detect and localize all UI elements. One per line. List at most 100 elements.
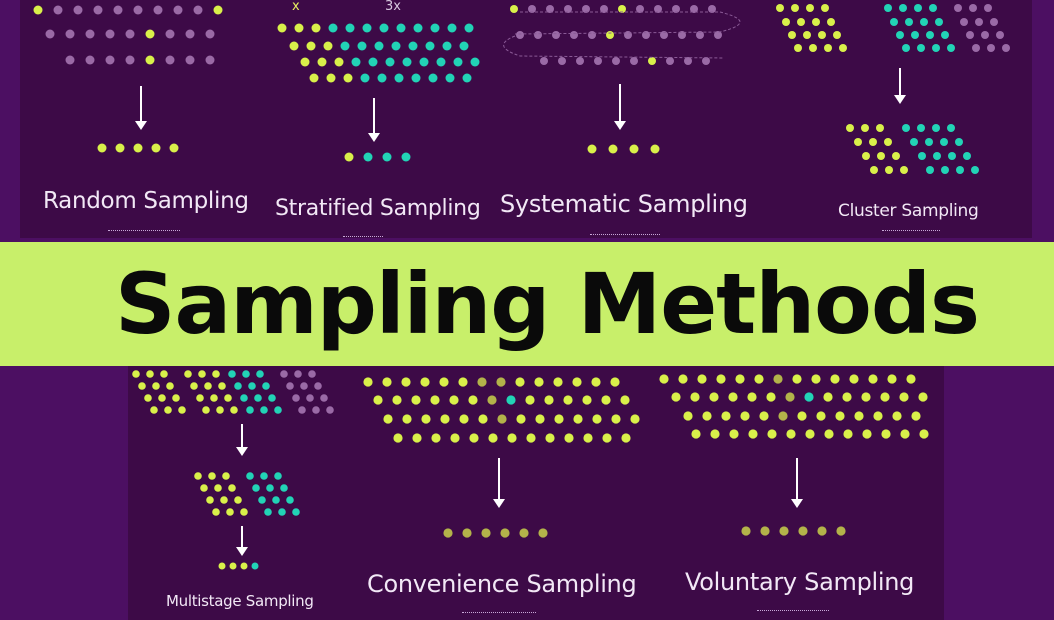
population-dot [153,5,163,15]
population-dot [941,31,949,39]
population-dot [488,433,498,443]
population-dot [447,23,457,33]
sample-dot [462,528,472,538]
population-dot [861,392,871,402]
population-dot [220,496,228,504]
sample-dot [963,152,971,160]
population-dot [258,496,266,504]
sample-dot [500,528,510,538]
sample-dot [918,152,926,160]
population-dot [234,496,242,504]
population-dot [185,29,195,39]
population-dot [890,18,898,26]
population-dot [792,374,802,384]
population-dot [178,406,186,414]
population-dot [144,394,152,402]
population-dot [240,508,248,516]
population-dot [411,395,421,405]
sample-dot [650,144,660,154]
cluster-arrow [894,68,906,104]
population-dot [794,44,802,52]
population-dot [558,57,566,65]
population-dot [292,508,300,516]
population-dot [818,31,826,39]
systematic-arrow [614,84,626,130]
population-dot [377,73,387,83]
population-dot [919,429,929,439]
population-dot [193,5,203,15]
population-dot [230,406,238,414]
population-dot [213,5,223,15]
convenience-underline [462,612,536,613]
population-dot [202,406,210,414]
population-dot [165,29,175,39]
population-dot [515,377,525,387]
random-arrow [135,86,147,130]
sample-dot [240,562,248,570]
population-dot [320,394,328,402]
population-dot [246,406,254,414]
population-dot [600,5,608,13]
sample-dot [892,152,900,160]
population-dot [671,392,681,402]
population-dot [292,394,300,402]
population-dot [393,433,403,443]
population-dot [528,5,536,13]
population-dot [394,73,404,83]
population-dot [981,31,989,39]
sample-dot [229,562,237,570]
sample-dot [443,528,453,538]
population-dot [648,57,656,65]
population-dot [105,55,115,65]
sample-dot [151,143,161,153]
random-underline [108,230,180,231]
population-dot [766,392,776,402]
population-dot [601,395,611,405]
sample-dot [917,124,925,132]
population-dot [747,392,757,402]
population-dot [73,5,83,15]
population-dot [345,23,355,33]
population-dot [246,472,254,480]
population-dot [721,411,731,421]
population-dot [672,5,680,13]
population-dot [362,23,372,33]
sample-dot [877,152,885,160]
population-dot [806,4,814,12]
sample-dot [910,138,918,146]
convenience-sampling-label: Convenience Sampling [367,570,637,598]
population-dot [990,18,998,26]
population-dot [442,41,452,51]
population-dot [254,394,262,402]
population-dot [256,370,264,378]
stratified-ratio-left: x [292,0,300,14]
stratified-underline [343,236,383,237]
population-dot [510,5,518,13]
population-dot [234,382,242,390]
population-dot [969,4,977,12]
population-dot [430,23,440,33]
population-dot [582,5,590,13]
multistage-sampling-label: Multistage Sampling [166,592,314,610]
population-dot [340,41,350,51]
population-dot [228,370,236,378]
population-dot [659,374,669,384]
population-dot [929,4,937,12]
population-dot [911,31,919,39]
population-dot [464,23,474,33]
population-dot [821,4,829,12]
sample-dot [885,166,893,174]
population-dot [470,57,480,67]
population-dot [323,41,333,51]
population-dot [436,57,446,67]
population-dot [754,374,764,384]
population-dot [172,394,180,402]
population-dot [458,377,468,387]
population-dot [804,392,814,402]
title-banner: Sampling Methods [0,242,1054,366]
population-dot [839,44,847,52]
population-dot [966,31,974,39]
population-dot [496,377,506,387]
population-dot [887,374,897,384]
population-dot [164,406,172,414]
